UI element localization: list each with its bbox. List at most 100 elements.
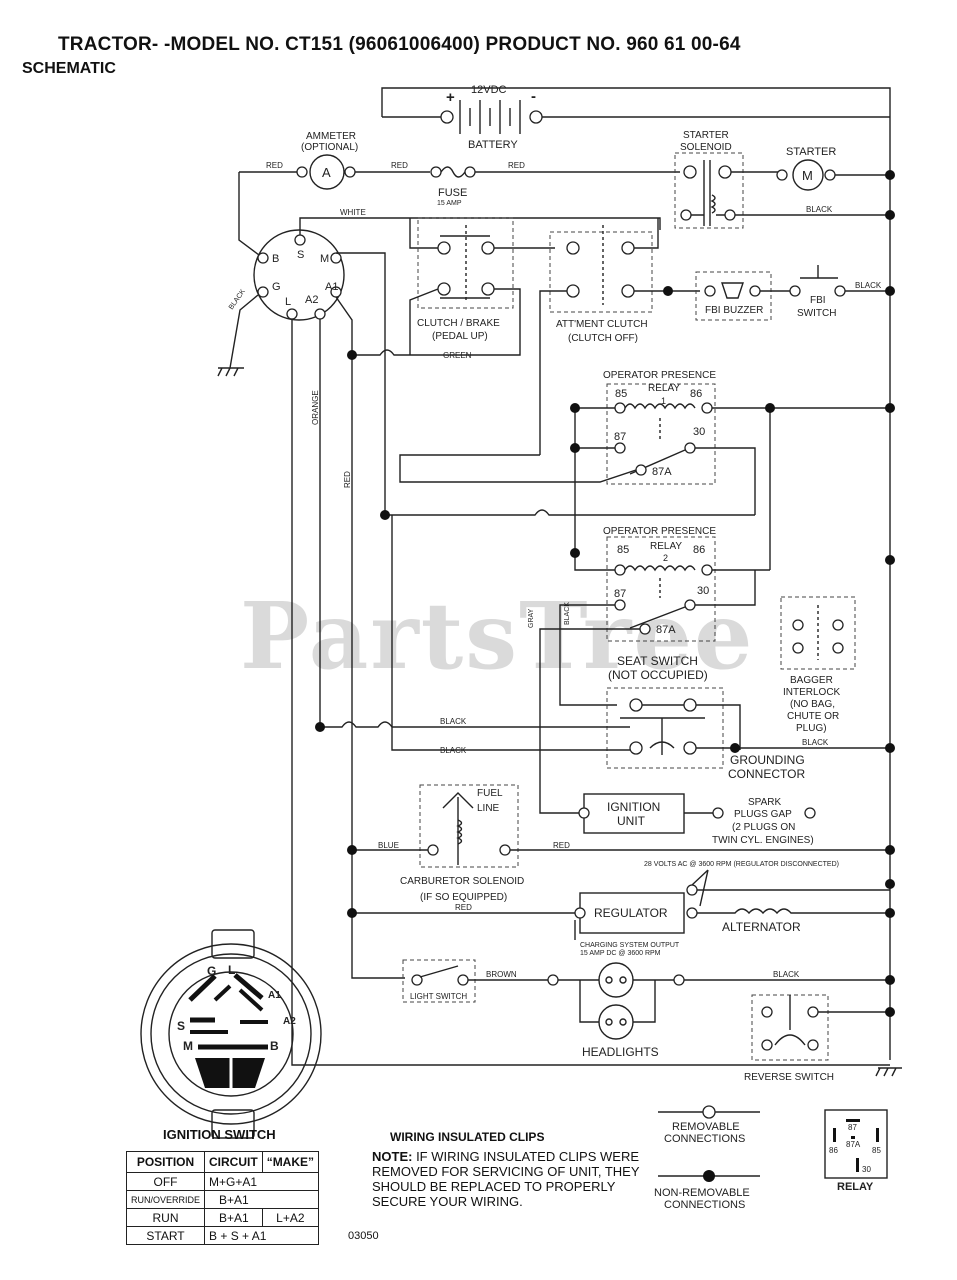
junction-dots bbox=[315, 170, 895, 1017]
svg-text:28 VOLTS AC @ 3600 RPM (REGULA: 28 VOLTS AC @ 3600 RPM (REGULATOR DISCON… bbox=[644, 861, 839, 868]
table-row: OFF M+G+A1 bbox=[125, 1172, 320, 1191]
svg-text:SWITCH: SWITCH bbox=[797, 308, 836, 319]
svg-text:GREEN: GREEN bbox=[443, 351, 472, 360]
ammeter: A AMMETER (OPTIONAL) RED RED bbox=[239, 131, 430, 190]
page-title: TRACTOR- -MODEL NO. CT151 (96061006400) … bbox=[58, 34, 741, 55]
svg-text:RELAY: RELAY bbox=[837, 1181, 874, 1193]
svg-text:85: 85 bbox=[617, 544, 629, 556]
svg-text:87: 87 bbox=[614, 431, 626, 443]
starter-symbol: M bbox=[802, 168, 813, 183]
wire-label-black: BLACK bbox=[806, 205, 833, 214]
svg-text:BLACK: BLACK bbox=[855, 281, 882, 290]
svg-text:87A: 87A bbox=[846, 1140, 861, 1149]
svg-text:RELAY: RELAY bbox=[648, 383, 680, 394]
svg-text:M: M bbox=[320, 253, 329, 265]
ignition-switch-title: IGNITION SWITCH bbox=[163, 1127, 276, 1142]
svg-text:(NO BAG,: (NO BAG, bbox=[790, 699, 835, 710]
svg-text:RED: RED bbox=[553, 841, 570, 850]
starter-solenoid-label2: SOLENOID bbox=[680, 142, 732, 153]
table-header-row: POSITION CIRCUIT “MAKE” bbox=[125, 1151, 320, 1173]
svg-text:L: L bbox=[285, 296, 291, 308]
svg-text:UNIT: UNIT bbox=[617, 814, 646, 828]
svg-text:86: 86 bbox=[829, 1146, 838, 1155]
light-switch: LIGHT SWITCH bbox=[402, 959, 476, 1003]
ground-rail bbox=[381, 87, 891, 1060]
svg-text:LINE: LINE bbox=[477, 803, 500, 814]
svg-text:OPERATOR PRESENCE: OPERATOR PRESENCE bbox=[603, 370, 716, 381]
ignition-switch-table: POSITION CIRCUIT “MAKE” OFF M+G+A1 RUN/O… bbox=[125, 1151, 320, 1245]
svg-text:A1: A1 bbox=[325, 281, 338, 293]
starter-solenoid: STARTER SOLENOID bbox=[674, 130, 744, 229]
svg-text:30: 30 bbox=[862, 1165, 871, 1174]
ammeter-optional: (OPTIONAL) bbox=[301, 142, 358, 153]
svg-text:L: L bbox=[228, 963, 235, 977]
svg-text:FUEL: FUEL bbox=[477, 788, 503, 799]
fbi-switch: FBI SWITCH bbox=[789, 265, 846, 319]
svg-text:CHUTE OR: CHUTE OR bbox=[787, 711, 839, 722]
svg-text:A1: A1 bbox=[268, 990, 281, 1001]
connection-legend: REMOVABLE CONNECTIONS NON-REMOVABLE CONN… bbox=[654, 1105, 760, 1211]
headlights: HEADLIGHTS bbox=[547, 962, 685, 1059]
svg-text:S: S bbox=[297, 249, 304, 261]
svg-text:TWIN CYL. ENGINES): TWIN CYL. ENGINES) bbox=[712, 835, 814, 846]
attachment-clutch-switch: ATT'MENT CLUTCH (CLUTCH OFF) bbox=[549, 225, 653, 344]
svg-text:BLACK: BLACK bbox=[440, 746, 467, 755]
regulator: REGULATOR 28 VOLTS AC @ 3600 RPM (REGULA… bbox=[574, 861, 839, 957]
ignition-terminals: S B M G L A2 A1 bbox=[253, 229, 345, 321]
wire-label-red: RED bbox=[266, 161, 283, 170]
battery-minus: - bbox=[531, 88, 536, 105]
carburetor-solenoid: FUEL LINE CARBURETOR SOLENOID (IF SO EQU… bbox=[400, 784, 524, 903]
svg-text:BLACK: BLACK bbox=[773, 970, 800, 979]
svg-text:REGULATOR: REGULATOR bbox=[594, 906, 668, 920]
svg-text:CLUTCH / BRAKE: CLUTCH / BRAKE bbox=[417, 318, 500, 329]
svg-text:RED: RED bbox=[455, 903, 472, 912]
fuse: FUSE 15 AMP RED bbox=[430, 161, 680, 207]
svg-text:NON-REMOVABLE: NON-REMOVABLE bbox=[654, 1187, 750, 1199]
svg-text:(CLUTCH OFF): (CLUTCH OFF) bbox=[568, 333, 638, 344]
svg-text:M: M bbox=[183, 1039, 193, 1053]
svg-text:REVERSE SWITCH: REVERSE SWITCH bbox=[744, 1072, 834, 1083]
svg-text:FBI: FBI bbox=[810, 295, 826, 306]
svg-text:CONNECTIONS: CONNECTIONS bbox=[664, 1133, 745, 1145]
wire-label-white: WHITE bbox=[340, 208, 366, 217]
ignition-switch-face: G L A1 S A2 M B bbox=[140, 929, 322, 1139]
svg-text:OPERATOR PRESENCE: OPERATOR PRESENCE bbox=[603, 526, 716, 537]
svg-text:GROUNDING: GROUNDING bbox=[730, 753, 805, 767]
svg-text:(IF SO EQUIPPED): (IF SO EQUIPPED) bbox=[420, 892, 507, 903]
svg-text:BLUE: BLUE bbox=[378, 841, 399, 850]
fbi-buzzer: FBI BUZZER bbox=[695, 271, 772, 321]
svg-text:2: 2 bbox=[663, 553, 668, 563]
notes-text: NOTE: IF WIRING INSULATED CLIPS WERE REM… bbox=[372, 1149, 640, 1209]
svg-text:PLUG): PLUG) bbox=[796, 723, 827, 734]
table-row: RUN/OVERRIDE B+A1 bbox=[125, 1190, 320, 1209]
reverse-switch: REVERSE SWITCH bbox=[744, 994, 834, 1083]
notes-title: WIRING INSULATED CLIPS bbox=[390, 1130, 545, 1144]
seat-switch: SEAT SWITCH (NOT OCCUPIED) bbox=[606, 654, 724, 769]
wire-label-red: RED bbox=[508, 161, 525, 170]
svg-text:ATT'MENT CLUTCH: ATT'MENT CLUTCH bbox=[556, 319, 648, 330]
svg-text:CONNECTOR: CONNECTOR bbox=[728, 767, 805, 781]
starter-motor: M STARTER BLACK bbox=[735, 146, 890, 216]
bagger-interlock: BAGGER INTERLOCK (NO BAG, CHUTE OR PLUG) bbox=[780, 596, 856, 734]
battery-plus: + bbox=[446, 89, 455, 106]
svg-text:BAGGER: BAGGER bbox=[790, 675, 833, 686]
alternator-coil bbox=[697, 908, 890, 915]
svg-text:PLUGS GAP: PLUGS GAP bbox=[734, 809, 792, 820]
relay-legend: 87 87A 86 85 30 RELAY bbox=[824, 1109, 888, 1193]
svg-text:BLACK: BLACK bbox=[564, 602, 571, 625]
svg-text:S: S bbox=[177, 1019, 185, 1033]
ground-symbol bbox=[875, 1067, 902, 1077]
svg-text:CONNECTIONS: CONNECTIONS bbox=[664, 1199, 745, 1211]
wire-label-black: BLACK bbox=[228, 288, 247, 311]
figure-number: 03050 bbox=[348, 1230, 379, 1242]
page-subtitle: SCHEMATIC bbox=[22, 60, 116, 77]
ground-symbol bbox=[217, 367, 244, 377]
table-row: START B + S + A1 bbox=[125, 1226, 320, 1245]
wire-label-red: RED bbox=[391, 161, 408, 170]
ignition-unit: IGNITION UNIT SPARK PLUGS GAP (2 PLUGS O… bbox=[578, 793, 816, 846]
svg-text:RELAY: RELAY bbox=[650, 541, 682, 552]
svg-text:A2: A2 bbox=[305, 294, 318, 306]
svg-text:ALTERNATOR: ALTERNATOR bbox=[722, 920, 801, 934]
